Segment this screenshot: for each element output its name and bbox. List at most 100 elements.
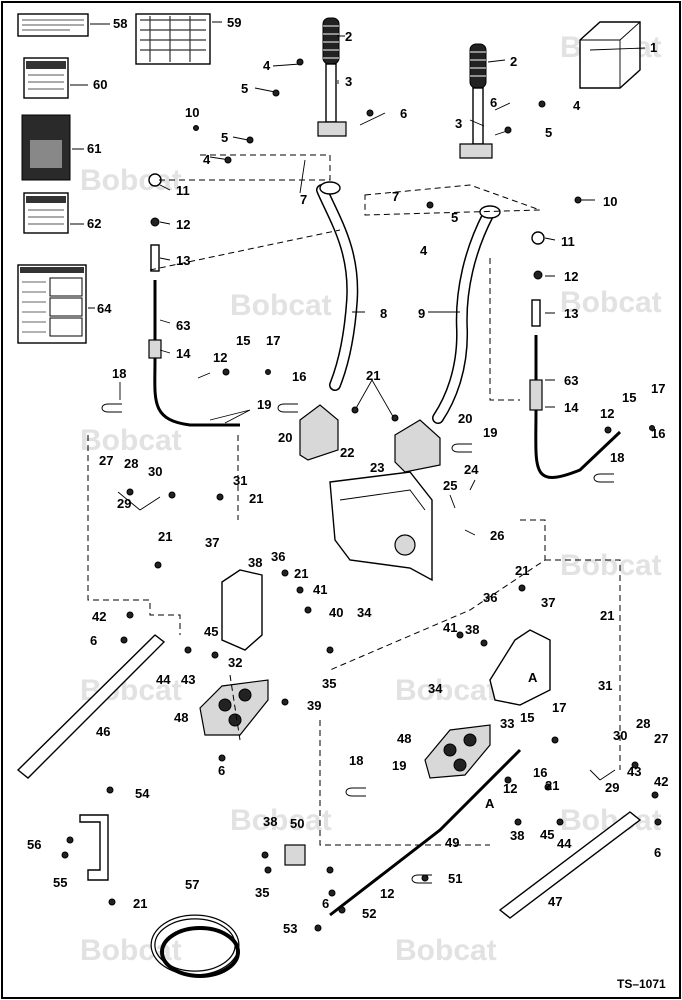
callout-20: 20 — [458, 411, 472, 426]
callout-58: 58 — [113, 16, 127, 31]
cable-49 — [329, 748, 522, 917]
callout-7: 7 — [392, 189, 399, 204]
callout-54: 54 — [135, 786, 150, 801]
callout-46: 46 — [96, 724, 110, 739]
callout-19: 19 — [392, 758, 406, 773]
callout-18: 18 — [610, 450, 624, 465]
callout-64: 64 — [97, 301, 112, 316]
callout-40: 40 — [329, 605, 343, 620]
callout-5: 5 — [451, 210, 458, 225]
callout-2: 2 — [510, 54, 517, 69]
callout-15: 15 — [622, 390, 636, 405]
callout-6: 6 — [654, 845, 661, 860]
callout-41: 41 — [443, 620, 457, 635]
callout-60: 60 — [93, 77, 107, 92]
callout-20: 20 — [278, 430, 292, 445]
left-joystick — [316, 17, 359, 391]
callout-25: 25 — [443, 478, 457, 493]
cable-left — [148, 173, 240, 427]
callout-6: 6 — [90, 633, 97, 648]
callout-37: 37 — [205, 535, 219, 550]
callout-28: 28 — [124, 456, 138, 471]
callout-9: 9 — [418, 306, 425, 321]
right-joystick — [432, 43, 501, 424]
watermark: Bobcat — [80, 424, 182, 457]
section-marker-a: A — [485, 796, 495, 811]
callout-21: 21 — [600, 608, 614, 623]
section-marker-a: A — [528, 670, 538, 685]
watermark: Bobcat — [80, 164, 182, 197]
cable-right — [529, 231, 622, 479]
callout-12: 12 — [213, 350, 227, 365]
callout-36: 36 — [271, 549, 285, 564]
callout-42: 42 — [654, 774, 668, 789]
watermark: Bobcat — [395, 934, 497, 967]
decal-59 — [135, 13, 211, 65]
callout-24: 24 — [464, 462, 479, 477]
callout-21: 21 — [366, 368, 380, 383]
callout-2: 2 — [345, 29, 352, 44]
callout-4: 4 — [420, 243, 428, 258]
handle-grip-left — [322, 17, 340, 65]
callout-51: 51 — [448, 871, 462, 886]
callout-6: 6 — [490, 95, 497, 110]
callout-28: 28 — [636, 716, 650, 731]
plate-33-right — [489, 629, 551, 706]
callout-17: 17 — [552, 700, 566, 715]
bracket-23 — [394, 419, 441, 473]
callout-4: 4 — [203, 152, 211, 167]
callout-4: 4 — [263, 58, 271, 73]
handle-clamp-left — [317, 121, 347, 137]
hardware — [61, 58, 662, 932]
callout-50: 50 — [290, 816, 304, 831]
callout-12: 12 — [380, 886, 394, 901]
callout-31: 31 — [598, 678, 612, 693]
callout-41: 41 — [313, 582, 327, 597]
callout-6: 6 — [322, 896, 329, 911]
callout-55: 55 — [53, 875, 67, 890]
callout-12: 12 — [564, 269, 578, 284]
callout-18: 18 — [112, 366, 126, 381]
callout-45: 45 — [204, 624, 218, 639]
hose-57 — [150, 914, 240, 978]
callout-7: 7 — [300, 192, 307, 207]
spacer-13-left — [150, 244, 160, 272]
callout-21: 21 — [158, 529, 172, 544]
callout-30: 30 — [148, 464, 162, 479]
watermark: Bobcat — [560, 549, 662, 582]
callout-21: 21 — [249, 491, 263, 506]
callout-17: 17 — [651, 381, 665, 396]
callout-6: 6 — [400, 106, 407, 121]
callout-32: 32 — [228, 655, 242, 670]
callout-35: 35 — [255, 885, 269, 900]
watermark: Bobcat — [230, 289, 332, 322]
watermark: Bobcat — [560, 286, 662, 319]
callout-12: 12 — [176, 217, 190, 232]
callout-3: 3 — [455, 116, 462, 131]
assembly-lines — [87, 154, 621, 846]
callout-27: 27 — [99, 453, 113, 468]
part-1-box — [579, 21, 641, 89]
callout-47: 47 — [548, 894, 562, 909]
lever-8 — [317, 185, 357, 390]
callout-13: 13 — [564, 306, 578, 321]
callout-12: 12 — [503, 781, 517, 796]
callout-34: 34 — [428, 681, 443, 696]
callout-12: 12 — [600, 406, 614, 421]
callout-31: 31 — [233, 473, 247, 488]
callout-21: 21 — [133, 896, 147, 911]
callout-48: 48 — [174, 710, 188, 725]
callout-48: 48 — [397, 731, 411, 746]
callout-44: 44 — [156, 672, 171, 687]
bracket-22 — [299, 404, 339, 461]
callout-63: 63 — [176, 318, 190, 333]
callout-labels: 1 2 2 3 3 4 4 4 4 5 5 5 5 6 6 6 6 6 6 7 … — [27, 15, 668, 936]
callout-29: 29 — [117, 496, 131, 511]
watermark: Bobcat — [395, 674, 497, 707]
callout-18: 18 — [349, 753, 363, 768]
callout-29: 29 — [605, 780, 619, 795]
callout-10: 10 — [603, 194, 617, 209]
callout-30: 30 — [613, 728, 627, 743]
callout-63: 63 — [564, 373, 578, 388]
callout-43: 43 — [627, 764, 641, 779]
